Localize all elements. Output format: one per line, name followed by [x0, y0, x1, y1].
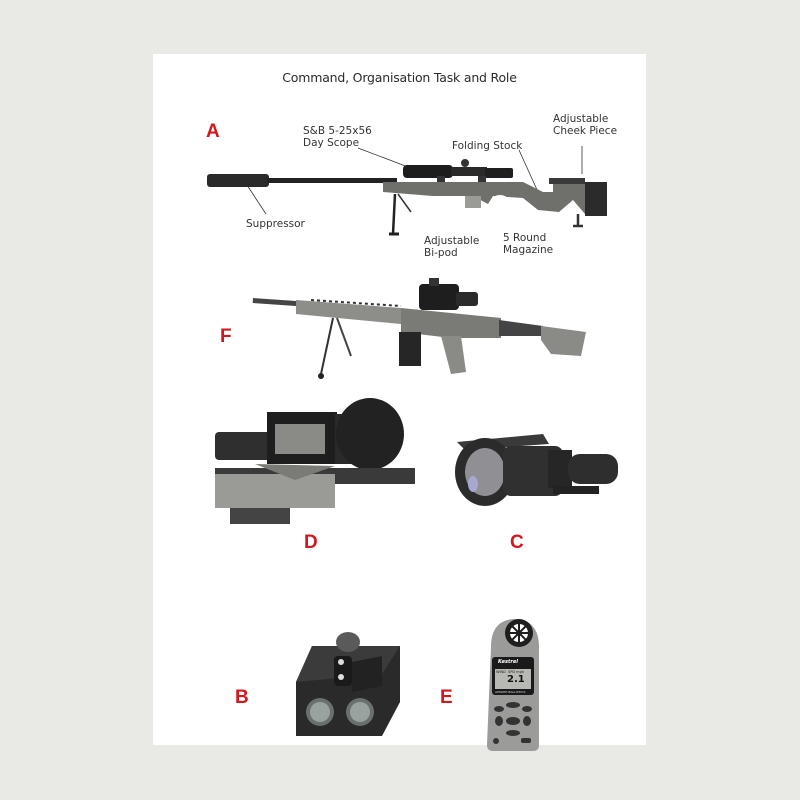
figure-label-d: D [304, 532, 318, 553]
figure-label-a: A [206, 121, 220, 142]
callout-folding-stock: Folding Stock [452, 140, 523, 152]
kestrel-footer: APPLIED BALLISTICS [495, 690, 526, 694]
callout-suppressor: Suppressor [246, 218, 305, 230]
callout-magazine: 5 Round Magazine [503, 232, 554, 256]
callout-cheek-piece: Adjustable Cheek Piece [553, 113, 618, 137]
sniper-rifle-image [193, 134, 613, 264]
figure-label-e: E [440, 687, 453, 708]
callout-day-scope: S&B 5-25x56 Day Scope [303, 125, 372, 149]
figure-label-b: B [235, 687, 249, 708]
clip-on-thermal-image [215, 390, 415, 530]
kestrel-display-value: 2.1 [507, 674, 525, 685]
document-page: Command, Organisation Task and Role A S&… [153, 54, 646, 751]
kestrel-brand: Kestrel [498, 659, 518, 665]
kestrel-meter-image: Kestrel WIND SPD mph 2.1 APPLIED BALLIST… [481, 617, 543, 753]
figure-label-f: F [220, 326, 232, 347]
thermal-scope-image [453, 430, 623, 512]
semi-auto-rifle-image [251, 274, 596, 384]
rangefinder-image [288, 632, 408, 742]
page-title: Command, Organisation Task and Role [282, 70, 517, 85]
kestrel-display-header: WIND SPD mph [496, 670, 525, 674]
figure-label-c: C [510, 532, 524, 553]
callout-bipod: Adjustable Bi-pod [424, 235, 480, 259]
